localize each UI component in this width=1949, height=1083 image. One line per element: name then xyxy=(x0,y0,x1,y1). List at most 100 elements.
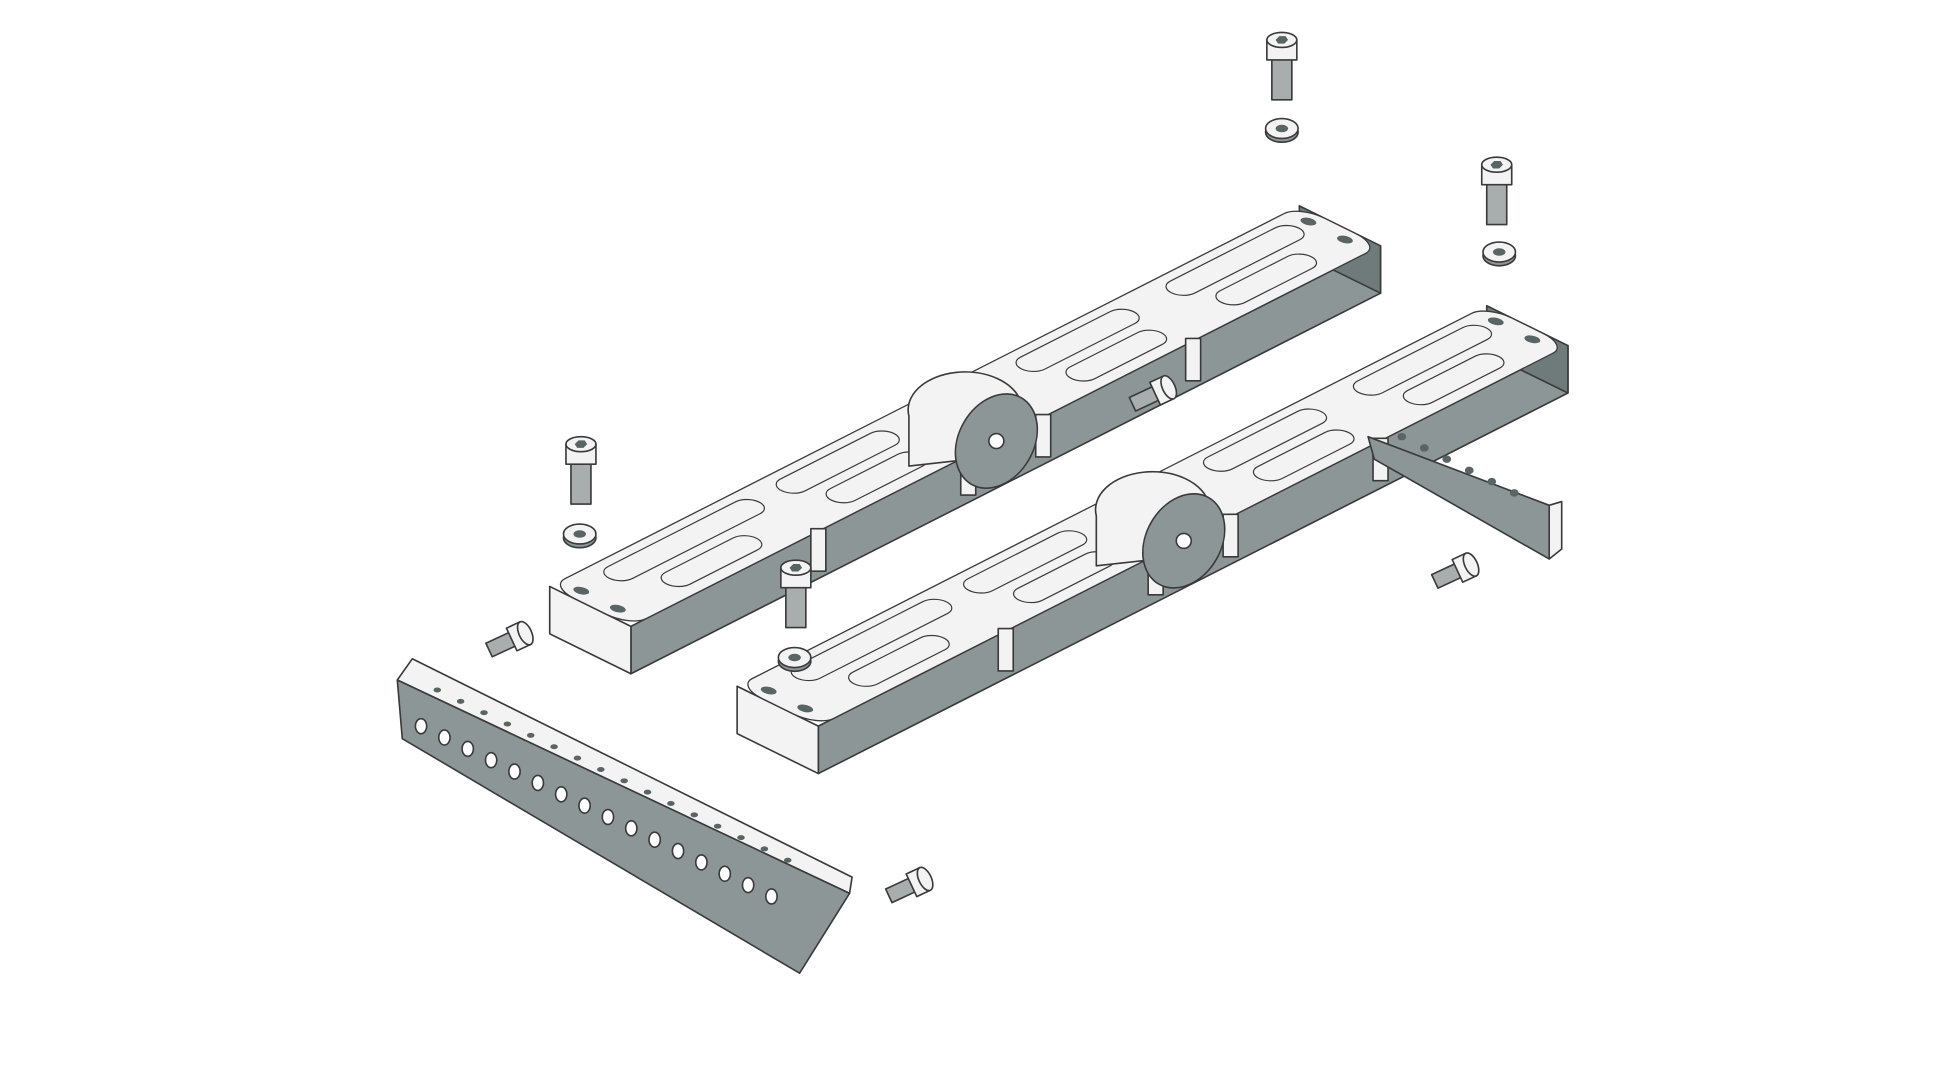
flange-hole xyxy=(526,732,535,738)
bar-hole xyxy=(1442,455,1452,463)
bar-hole xyxy=(1509,489,1519,497)
horizontal-bolt xyxy=(884,866,934,904)
flange-hole xyxy=(456,698,465,704)
bar-hole xyxy=(414,717,428,735)
bar-hole xyxy=(718,865,732,883)
bar-hole xyxy=(624,820,638,837)
bar-hole xyxy=(671,842,685,860)
washer xyxy=(777,646,812,673)
slot-hole xyxy=(1247,427,1361,485)
mounting-hole xyxy=(1524,335,1541,344)
slot-hole xyxy=(769,428,906,497)
bar-hole xyxy=(1464,466,1474,475)
washer-hole xyxy=(573,530,586,538)
notch xyxy=(1222,513,1239,558)
washer-hole xyxy=(1275,124,1289,133)
bar-hole xyxy=(508,763,521,780)
bar-hole xyxy=(741,876,755,894)
mounting-hole xyxy=(573,586,590,595)
horizontal-bolt xyxy=(1430,552,1480,590)
slot-hole xyxy=(1159,222,1311,299)
slot-hole xyxy=(1197,406,1334,475)
notch xyxy=(810,527,827,572)
bolt-head-face xyxy=(516,620,534,646)
rear-angle-bar xyxy=(1367,432,1563,560)
notch xyxy=(1184,337,1202,382)
flange-hole xyxy=(480,710,488,716)
washer xyxy=(1482,241,1517,267)
slot-hole xyxy=(1009,306,1146,375)
flange-hole xyxy=(597,766,605,772)
flange-hole xyxy=(760,846,769,852)
slot-hole xyxy=(784,596,958,684)
flange-hole xyxy=(620,778,628,784)
angle-bars-group xyxy=(396,432,1563,975)
horizontal-bolt xyxy=(485,620,534,658)
washer xyxy=(562,523,597,549)
slot-hole xyxy=(654,532,768,590)
mounting-hole xyxy=(797,704,814,713)
slot-hole xyxy=(842,632,956,690)
mounting-hole xyxy=(760,686,777,695)
notch xyxy=(1034,413,1052,458)
bolt-shank xyxy=(570,458,592,505)
flange-hole xyxy=(643,789,652,795)
bar-hole xyxy=(1487,477,1497,486)
bar-face xyxy=(1367,435,1563,560)
flange-hole xyxy=(783,857,792,863)
lower-bracket xyxy=(737,306,1568,774)
flange-hole xyxy=(690,812,699,818)
vertical-bolt xyxy=(780,559,812,629)
vertical-bolt xyxy=(565,435,597,505)
horizontal-bolt xyxy=(1128,374,1178,412)
slot-hole xyxy=(1396,350,1510,408)
bar-hole xyxy=(1419,444,1429,452)
mounting-hole xyxy=(1487,317,1504,326)
hub-hole xyxy=(988,432,1005,450)
bolt-shank xyxy=(1485,178,1508,226)
hex-socket-icon xyxy=(1490,160,1503,169)
washer-hole xyxy=(1492,248,1506,256)
bolt-head-face xyxy=(916,866,934,892)
mounting-hole xyxy=(1337,235,1353,244)
bar-hole xyxy=(694,854,708,871)
slot-hole xyxy=(1209,251,1323,309)
slot-hole xyxy=(1347,322,1499,399)
bar-hole xyxy=(531,774,545,792)
bar-hole xyxy=(554,785,568,803)
bolt-shank xyxy=(785,581,807,629)
flange-hole xyxy=(573,755,582,761)
mounting-hole xyxy=(609,604,626,613)
vertical-bolt xyxy=(1266,31,1298,101)
bar-hole xyxy=(601,808,615,826)
slot-hole xyxy=(597,496,771,584)
flange-hole xyxy=(433,687,442,693)
bar-hole xyxy=(648,831,662,848)
notch xyxy=(997,627,1015,672)
bar-flange xyxy=(1548,500,1563,560)
upper-bracket xyxy=(550,206,1381,674)
flange-hole xyxy=(737,835,745,841)
bar-hole xyxy=(765,888,778,905)
bolt-shank xyxy=(1271,54,1293,101)
bar-hole xyxy=(461,740,475,758)
bolt-head-face xyxy=(1160,374,1178,400)
flange-hole xyxy=(503,721,512,727)
brackets-group xyxy=(550,206,1568,774)
bolt-head-face xyxy=(1462,552,1480,577)
hex-socket-icon xyxy=(1275,36,1289,44)
hex-socket-icon xyxy=(789,563,803,572)
washer xyxy=(1264,117,1299,144)
vertical-bolt xyxy=(1480,156,1513,226)
hex-socket-icon xyxy=(574,440,588,448)
bar-hole xyxy=(437,729,451,746)
hub-hole xyxy=(1175,532,1193,550)
bar-face xyxy=(396,679,851,975)
flange-hole xyxy=(667,801,675,807)
washer-hole xyxy=(788,653,801,662)
bar-hole xyxy=(484,751,498,769)
flange-hole xyxy=(713,823,722,829)
slot-hole xyxy=(1059,327,1173,385)
flange-hole xyxy=(550,744,558,750)
